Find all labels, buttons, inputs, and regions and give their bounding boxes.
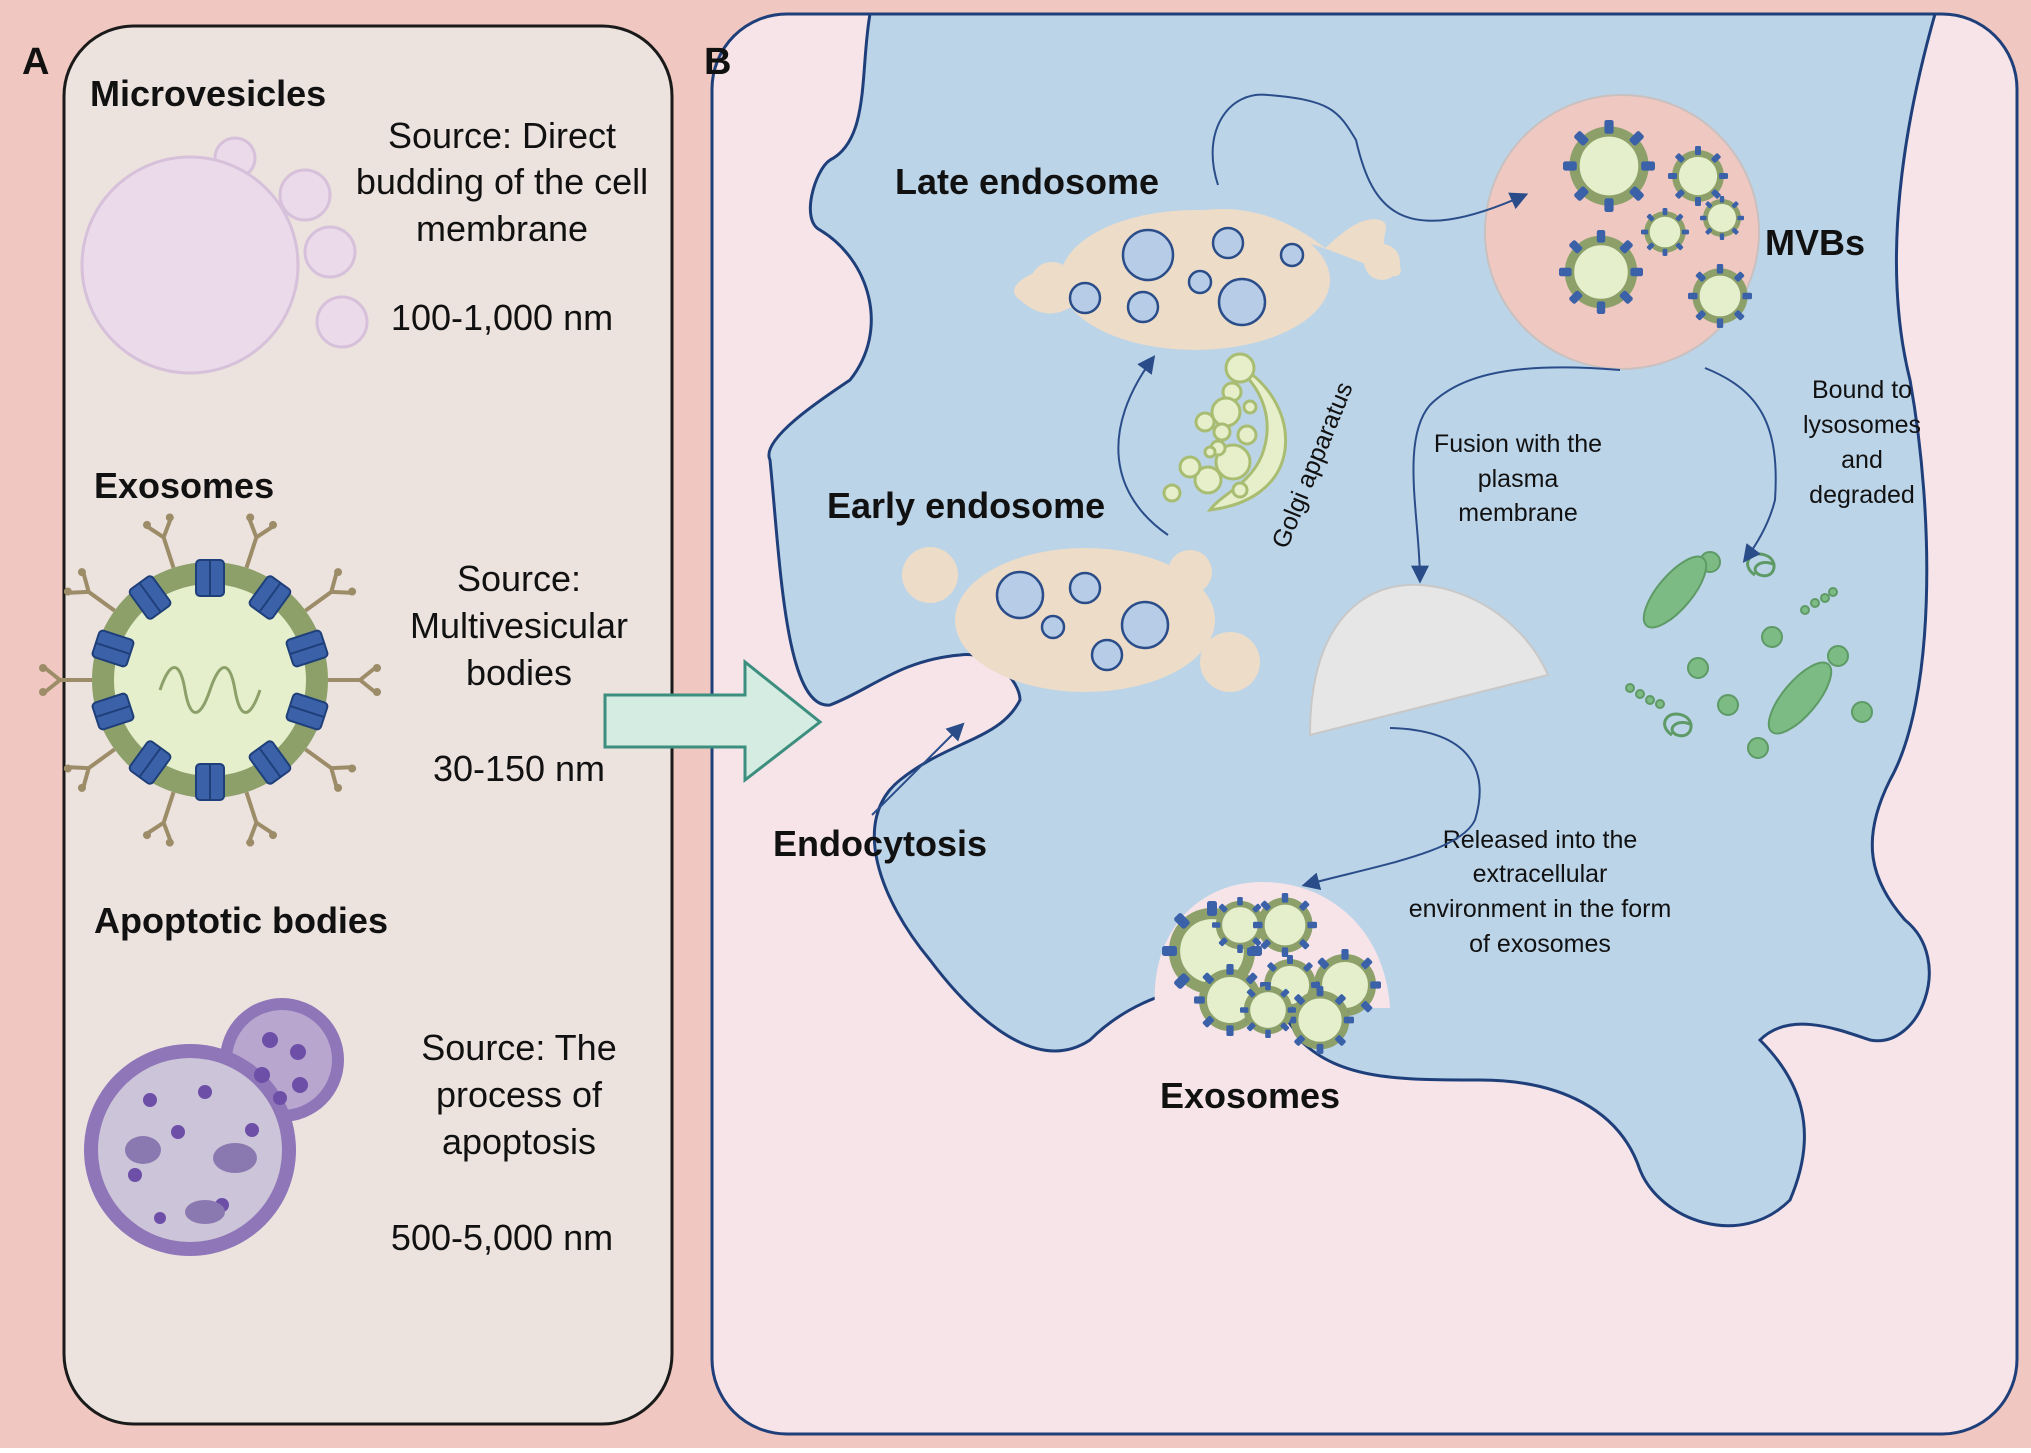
fusion-to-release-arrow [1301,727,1481,890]
exosomes-source-line-1: Source: [457,558,581,599]
apoptotic-bodies-title: Apoptotic bodies [94,900,388,941]
panel-a-label: A [22,41,49,83]
lysosome-line-2: lysosomes [1803,411,1921,439]
released-line-2: extracellular [1473,860,1608,888]
mvb-to-lysosome-arrow [1704,367,1777,563]
exosomes-source-line-3: bodies [466,652,572,693]
lysosome-line-1: Bound to [1812,376,1912,404]
fusion-line-1: Fusion with the [1434,430,1602,458]
microvesicles-source-line-1: Source: Direct [388,115,616,156]
microvesicles-size: 100-1,000 nm [391,297,613,338]
microvesicles-source-line-2: budding of the cell [356,161,648,202]
fusion-line-3: membrane [1458,499,1578,527]
endocytosis-arrow [871,722,965,816]
degraded-organelles [1625,551,1873,759]
mvbs-label: MVBs [1765,222,1865,263]
endocytosis-label: Endocytosis [773,823,987,864]
golgi-apparatus [1162,352,1288,512]
early-endosome [902,547,1260,692]
panel-b-label: B [704,41,731,83]
lysosome-line-3: and [1841,446,1883,474]
late-endosome-label: Late endosome [895,161,1159,202]
exosomes-source-line-2: Multivesicular [410,605,628,646]
lysosome-line-4: degraded [1809,481,1915,509]
fusion-line-2: plasma [1478,465,1559,493]
panel-a-to-b-arrow [603,658,823,784]
exosomes-title: Exosomes [94,465,274,506]
released-exosome-cluster [1154,882,1390,1054]
fusion-membrane-patch [1308,583,1550,737]
exosome-illustration [39,513,381,847]
apoptotic-body-illustration [84,998,344,1256]
microvesicles-title: Microvesicles [90,73,326,114]
released-line-3: environment in the form [1409,895,1672,923]
early-to-late-arrow [1117,355,1169,536]
early-endosome-label: Early endosome [827,485,1105,526]
apoptotic-size: 500-5,000 nm [391,1217,613,1258]
late-endosome [1014,209,1401,350]
mvb-to-fusion-arrow [1410,366,1621,584]
released-line-1: Released into the [1443,826,1638,854]
apoptotic-source-line-3: apoptosis [442,1121,596,1162]
flow-arrows [871,93,1777,890]
apoptotic-source-line-2: process of [436,1074,603,1115]
apoptotic-source-line-1: Source: The [421,1027,616,1068]
exosomes-output-label: Exosomes [1160,1075,1340,1116]
late-to-mvb-arrow [1211,93,1529,222]
released-line-4: of exosomes [1469,930,1611,958]
exosomes-size: 30-150 nm [433,748,605,789]
microvesicle-illustration [80,136,369,375]
microvesicles-source-line-3: membrane [416,208,588,249]
